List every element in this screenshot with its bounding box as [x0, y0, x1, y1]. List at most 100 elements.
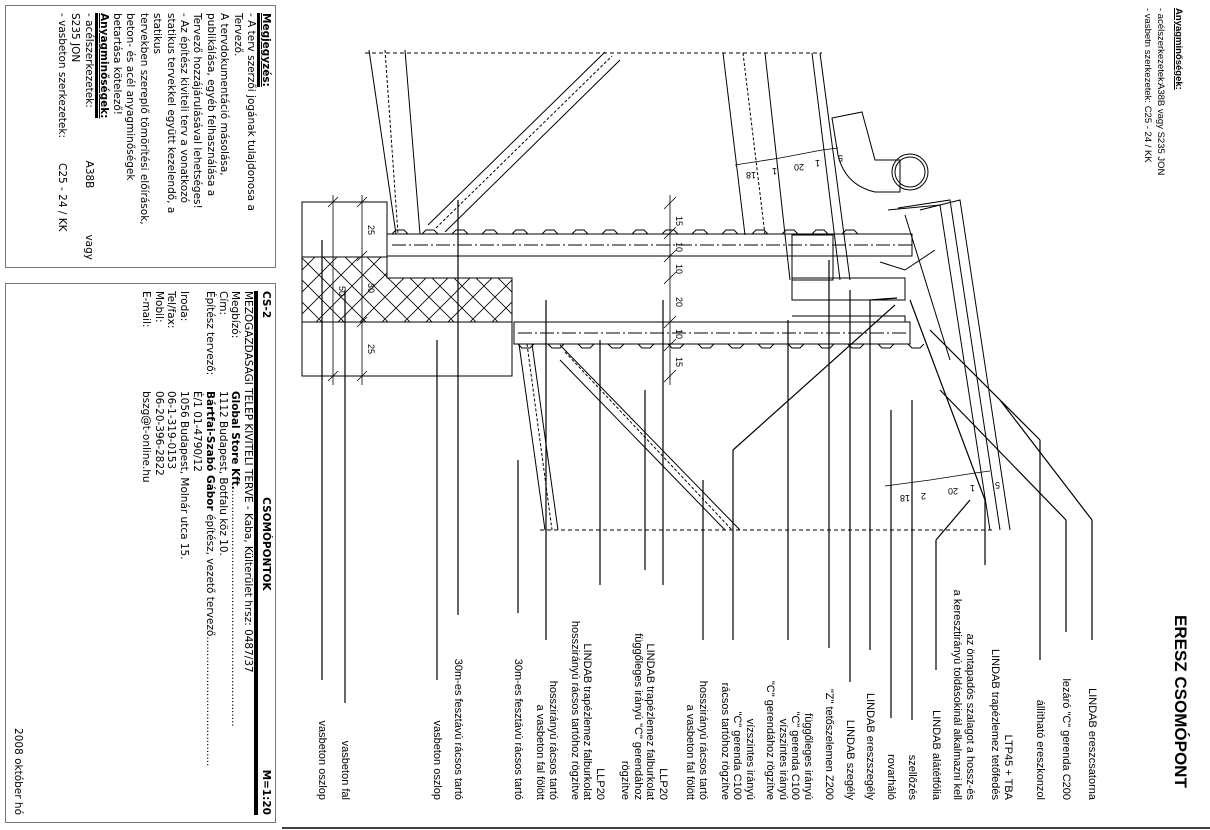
dashed-section-lines: [365, 52, 995, 531]
truss-diagonals: [368, 49, 741, 531]
note-line: betartása kötelező!: [110, 13, 123, 116]
label-line: lezáró "C" gerenda C200: [1060, 678, 1072, 800]
dimension-labels: 15 10 10 20 10 15 25 30 25 50 18 1 20 1 …: [337, 153, 1000, 503]
leader-lines: [321, 200, 1093, 720]
note-line: statikus: [151, 13, 164, 54]
lower-truss-chord: [513, 321, 925, 349]
label-line: állítható ereszkonzol: [1034, 699, 1046, 800]
scale: M=1:20: [260, 769, 272, 815]
label-concrete-wall: vasbeton fal: [338, 735, 351, 800]
dim-label: 2: [921, 491, 926, 501]
concrete-wall: [301, 201, 513, 377]
note-line: Tervező hozzájárulásával lehetséges!: [191, 13, 204, 209]
architect-name: Bártfai-Szabó Gábor: [203, 391, 216, 511]
concrete-label: - vasbetn szerkezetek:: [1142, 8, 1153, 104]
notes-heading: Megjegyzés:: [257, 13, 272, 87]
email-label: E-mail:: [139, 291, 152, 328]
label-line: 30m-es fesztávú rácsos tartó: [512, 658, 524, 800]
label-line: LTP45 + TBA: [1002, 734, 1014, 800]
label-line: LINDAB trapézlemez tetőfedés: [989, 648, 1002, 800]
dim-label: 1: [772, 166, 777, 176]
mobile-label: Mobil:: [152, 291, 165, 323]
label-line: a vasbeton fal fölött: [534, 704, 547, 800]
client-label: Megbízó:: [229, 291, 242, 339]
label-insect-mesh: rovarháló: [884, 725, 897, 800]
note-line: beton- és acél anyagminőségek: [124, 13, 137, 181]
materials-top: Anyagminőségek: - acélszerkezetek:A38B v…: [1141, 8, 1185, 175]
dim-label: 1: [815, 158, 820, 168]
dim-label: 15: [674, 216, 684, 226]
label-line: LINDAB szegély: [844, 719, 856, 800]
dimension-lines: [327, 147, 991, 487]
label-line: hosszirányú rácsos tartóhoz rögzítve: [568, 620, 581, 800]
dim-label: 15: [674, 357, 684, 367]
office: 1056 Budapest, Molnár utca 15.: [178, 391, 191, 560]
dim-label: 25: [366, 225, 376, 235]
steel-value: A38B vagy S235 JON: [1155, 83, 1166, 176]
label-ventilation: szellőzés: [905, 725, 918, 800]
label-concrete-column-2: vasbeton oszlop: [315, 700, 328, 801]
sheet-name: CSOMÓPONTOK: [260, 497, 272, 591]
mobile: 06-20-396-2822: [152, 391, 165, 476]
office-label: Iroda:: [178, 291, 191, 322]
label-30m-truss-2: 30m-es fesztávú rácsos tartó: [451, 620, 464, 800]
label-line: szellőzés: [906, 754, 918, 800]
address: 1112 Budapest, Botfalu köz 10.: [216, 391, 229, 556]
label-line: függőleges irányú: [802, 713, 814, 800]
label-eave-bracket: állítható ereszkonzol: [1033, 665, 1046, 800]
note-line: A tervdokumentáció másolása,: [218, 13, 231, 176]
dim-label: 5: [995, 480, 1000, 490]
label-line: LINDAB ereszszegély: [864, 693, 876, 800]
note-line: publikálása, egyéb felhasználása a: [204, 13, 217, 197]
label-line: LLP20: [594, 768, 606, 800]
label-concrete-column: vasbeton oszlop: [430, 700, 443, 801]
label-line: vasbeton fal: [339, 740, 351, 800]
tel: 06-1-319-0153: [165, 391, 178, 470]
label-gutter: LINDAB ereszcsatorna: [1085, 640, 1098, 800]
title-block: CS-2 CSOMÓPONTOK M=1:20 MEZŐGAZDASÁGI TE…: [11, 291, 272, 815]
label-line: vízszintes irányú: [744, 718, 756, 800]
label-line: a vasbeton fal fölött: [684, 704, 697, 800]
notes-frame: [5, 5, 276, 268]
label-line: 30m-es fesztávú rácsos tartó: [452, 658, 464, 800]
client: Global Store Kft.: [229, 391, 242, 490]
address-label: Cím:: [216, 291, 229, 316]
label-line: LLP20: [657, 768, 669, 800]
steel-value: A38B: [82, 160, 95, 189]
label-line: "C" gerendához rögzítve: [764, 680, 777, 800]
architect-role: építész, vezető tervező: [203, 510, 216, 637]
note-line: Tervező.: [231, 13, 244, 57]
label-line: hosszirányú rácsos tartó: [547, 680, 559, 800]
label-line: LINDAB trapézlemez falburkolat: [581, 643, 594, 800]
label-line: hosszirányú rácsos tartó: [697, 680, 709, 800]
steel-value-or: vagy: [82, 234, 95, 260]
dim-label: 20: [674, 297, 684, 307]
concrete-label: - vasbeton szerkezetek:: [55, 13, 68, 138]
notes-box: Megjegyzés: - A terv szerzői jogának tul…: [5, 5, 276, 268]
steel-label: - acélszerkezetek:: [82, 13, 95, 108]
label-underlay-foil: LINDAB alátétfólia: [929, 675, 942, 800]
concrete-value: C25 - 24 / KK: [1142, 105, 1153, 163]
label-line: "Z" tetőszelemen Z200: [823, 688, 835, 800]
label-line: "C" gerenda C100: [731, 711, 744, 800]
upper-truss-chord: [386, 229, 913, 257]
label-line: LINDAB trapézlemez falburkolat: [644, 643, 657, 800]
email: bszg@t-online.hu: [139, 391, 152, 483]
title-block-header: CS-2 CSOMÓPONTOK M=1:20: [254, 291, 272, 815]
materials-heading: Anyagminőségek:: [94, 13, 110, 119]
dim-label: 20: [948, 486, 958, 496]
dim-label: 5: [838, 153, 843, 163]
architect-label: Építész tervező:: [203, 291, 216, 376]
concrete-value: C25 - 24 / KK: [55, 163, 68, 232]
dim-label: 18: [900, 493, 910, 503]
license-number: É/1 01-4790/12: [191, 391, 204, 472]
label-line: az öntapadós szalagot a hossz-és: [964, 633, 976, 800]
